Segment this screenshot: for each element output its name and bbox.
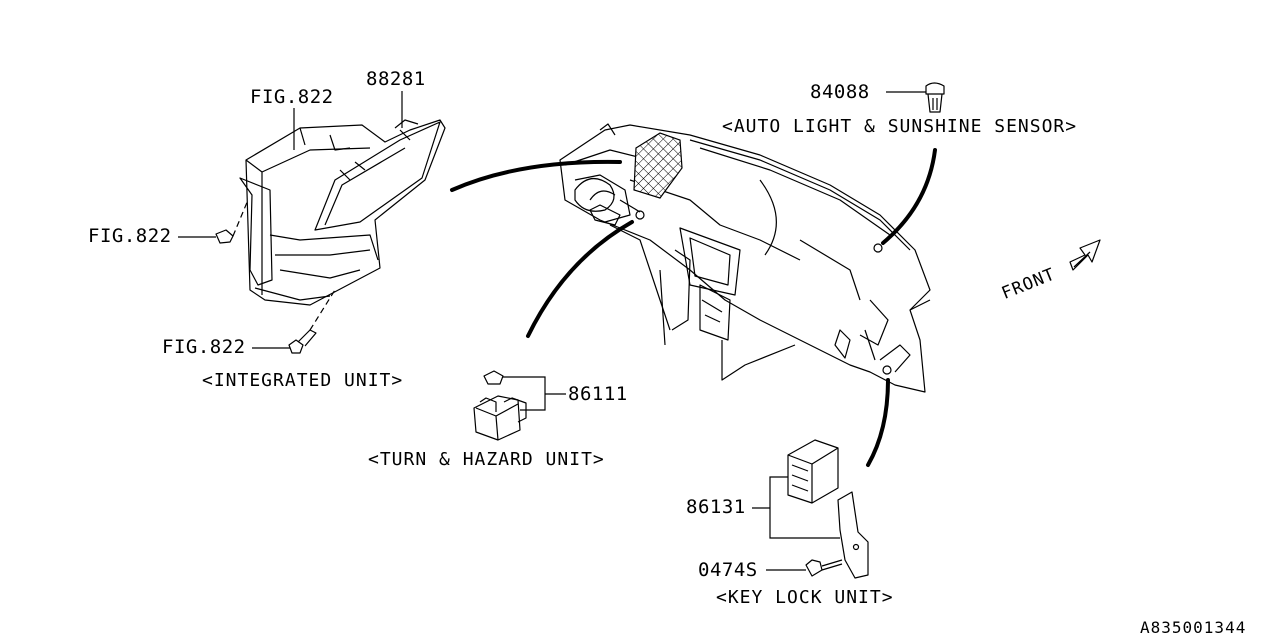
turn-hazard-unit-drawing [473,370,527,441]
dashboard-drawing [559,123,931,393]
integrated-unit-caption: <INTEGRATED UNIT> [202,370,404,391]
sensor-drawing [925,82,945,113]
fig-ref-left-label: FIG.822 [88,225,172,247]
integrated-unit-drawing [215,119,446,354]
fig-ref-top-label: FIG.822 [250,86,334,108]
key-lock-unit-drawing [787,439,869,579]
fig-ref-bottom-label: FIG.822 [162,336,246,358]
part-number-84088: 84088 [810,81,870,103]
sensor-caption: <AUTO LIGHT & SUNSHINE SENSOR> [722,116,1078,137]
part-number-86131: 86131 [686,496,746,518]
location-arrows [450,148,937,467]
bolt-number-0474S: 0474S [698,559,758,581]
drawing-code: A835001344 [1140,618,1247,637]
part-number-88281: 88281 [366,68,426,90]
part-number-86111: 86111 [568,383,628,405]
integrated-unit-leaders [178,91,403,349]
turn-hazard-unit-caption: <TURN & HAZARD UNIT> [368,449,605,470]
turn-hazard-leaders [503,376,566,411]
front-arrow [1069,239,1101,271]
key-lock-unit-caption: <KEY LOCK UNIT> [716,587,894,608]
key-lock-leaders [752,476,840,571]
speaker-grille [633,132,683,199]
